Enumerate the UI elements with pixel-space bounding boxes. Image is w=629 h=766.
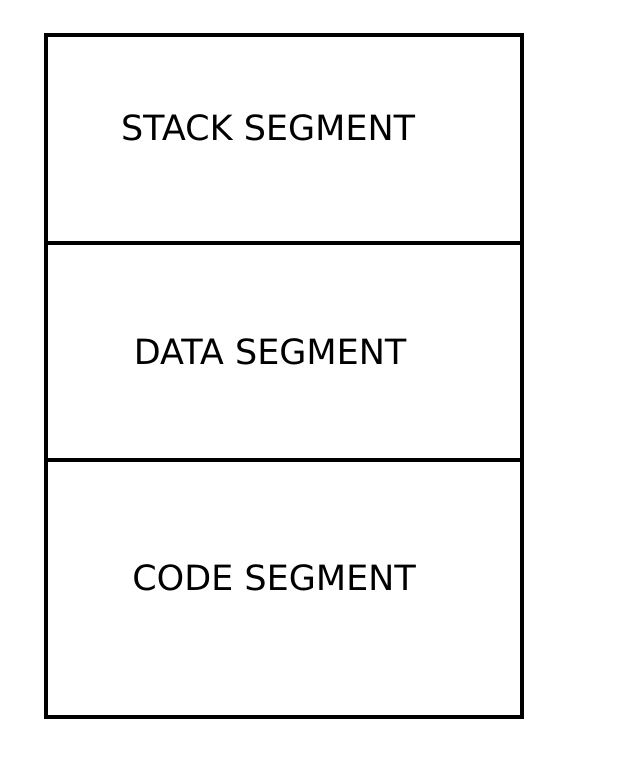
data-segment-label: DATA SEGMENT — [133, 333, 407, 373]
code-segment-label: CODE SEGMENT — [132, 559, 416, 599]
memory-outline-box — [44, 33, 524, 719]
divider-data-code — [44, 458, 524, 462]
stack-segment-label: STACK SEGMENT — [120, 109, 416, 149]
divider-stack-data — [44, 241, 520, 245]
